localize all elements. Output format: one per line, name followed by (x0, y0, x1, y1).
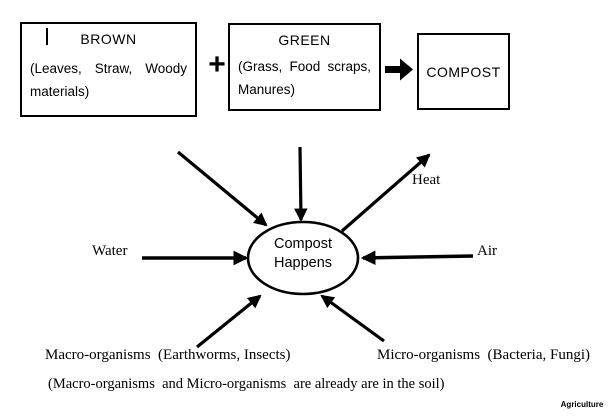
flow-arrow-icon (385, 58, 413, 81)
air-label: Air (477, 243, 497, 259)
water-label: Water (92, 243, 128, 259)
plus-operator: + (208, 48, 226, 81)
heat-label: Heat (412, 172, 441, 188)
compost-box: COMPOST (417, 33, 510, 110)
arrow-macro-icon (195, 294, 262, 349)
arrow-top-icon (294, 146, 308, 223)
arrow-topleft-icon (176, 150, 268, 227)
soil-note: (Macro-organisms and Micro-organisms are… (48, 376, 445, 392)
green-box-body: (Grass, Food scraps, Manures) (238, 59, 371, 97)
arrow-heat-icon (340, 153, 431, 233)
compost-box-title: COMPOST (426, 63, 501, 80)
cursor-mark (46, 28, 48, 45)
brown-box-body: (Leaves, Straw, Woody materials) (30, 61, 187, 99)
macro-organisms-label: Macro-organisms (Earthworms, Insects) (45, 347, 291, 363)
brown-box-title: BROWN (80, 31, 137, 47)
green-box-title: GREEN (278, 32, 331, 48)
green-box: GREEN (Grass, Food scraps, Manures) (228, 23, 381, 111)
compost-happens-label: Compost Happens (273, 236, 333, 271)
watermark-text: Agriculture (560, 400, 604, 409)
brown-box: BROWN (Leaves, Straw, Woody materials) (20, 22, 197, 117)
arrow-micro-icon (320, 294, 385, 343)
micro-organisms-label: Micro-organisms (Bacteria, Fungi) (377, 347, 591, 363)
arrow-air-icon (360, 250, 474, 266)
compost-happens-ellipse (246, 220, 360, 296)
